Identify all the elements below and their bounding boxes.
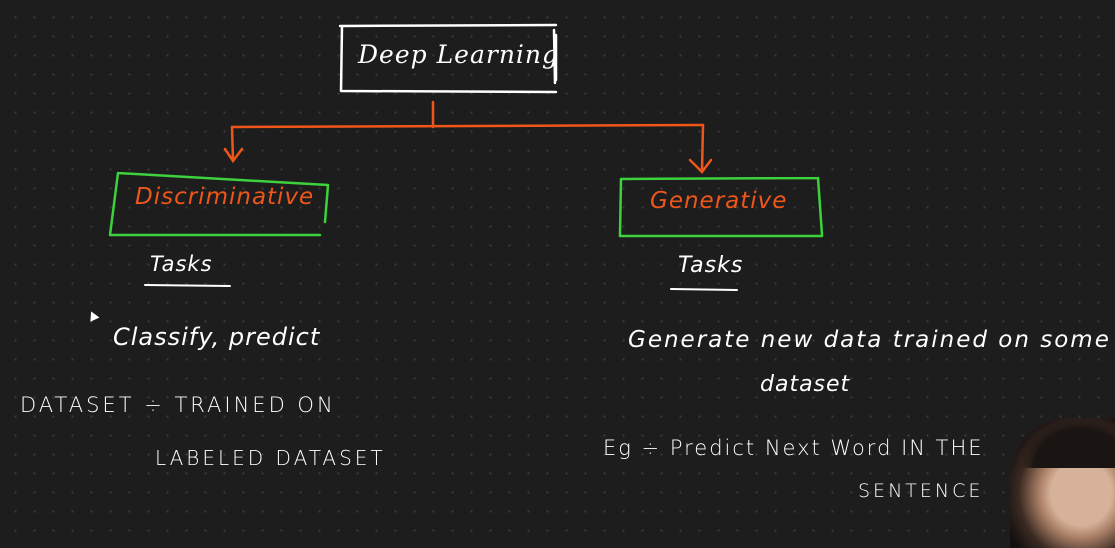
generative-example-line2: SENTENCE — [858, 480, 984, 502]
generative-box — [618, 176, 824, 238]
presenter-webcam — [1010, 418, 1115, 548]
generative-description-line1: Generate new data trained on some — [628, 327, 1111, 353]
generative-example-line1: Eg ÷ Predict Next Word IN THE — [603, 436, 984, 460]
generative-description-line2: dataset — [760, 372, 851, 397]
root-label: Deep Learning — [358, 40, 560, 69]
generative-label: Generative — [650, 188, 788, 214]
discriminative-dataset-line1: DATASET ÷ TRAINED ON — [20, 393, 336, 417]
branch-connector — [230, 100, 705, 173]
discriminative-box — [108, 171, 330, 237]
diagram-canvas — [108, 23, 824, 291]
discriminative-tasks-underline — [144, 284, 231, 287]
arrow-head-left — [223, 147, 244, 164]
root-box — [338, 23, 558, 94]
generative-tasks-label: Tasks — [678, 253, 744, 278]
generative-tasks-underline — [670, 288, 738, 291]
presenter-hair — [1020, 418, 1115, 468]
discriminative-label: Discriminative — [135, 184, 315, 210]
discriminative-example: Classify, predict — [113, 323, 321, 351]
arrow-head-right — [688, 158, 713, 174]
discriminative-tasks-label: Tasks — [150, 252, 213, 276]
discriminative-dataset-line2: LABELED DATASET — [155, 446, 386, 470]
